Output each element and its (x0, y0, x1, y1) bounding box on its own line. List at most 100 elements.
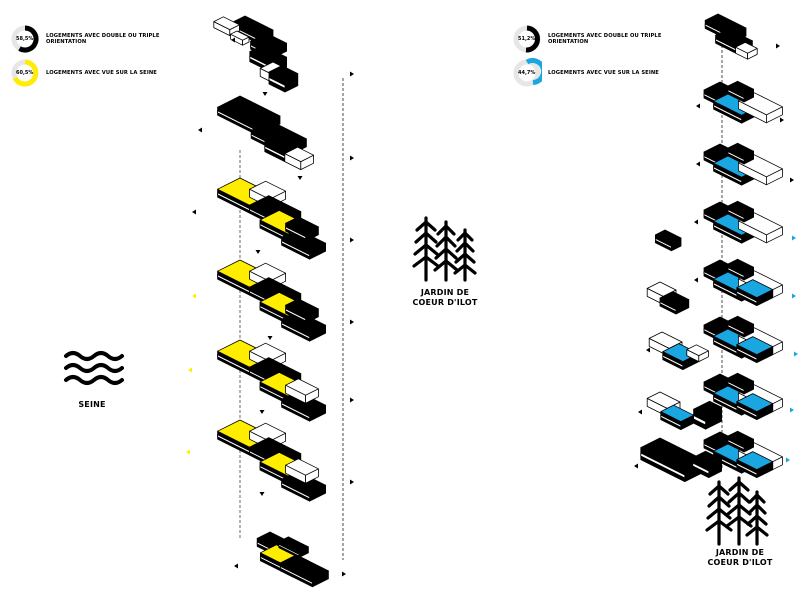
orientation-arrow (342, 571, 346, 577)
orientation-arrow (790, 407, 794, 413)
box-window-strip (727, 151, 745, 163)
orientation-arrow (786, 457, 790, 463)
orientation-arrow (297, 176, 303, 180)
donut-icon (11, 25, 39, 53)
legend-text: ORIENTATION (46, 39, 87, 45)
box-top-face (285, 378, 319, 396)
orientation-arrow (255, 250, 261, 254)
box-top-face (692, 450, 722, 467)
legend-text: LOGEMENTS AVEC DOUBLE OU TRIPLE (548, 32, 662, 39)
orientation-arrow (792, 293, 796, 299)
jardin-label-line: JARDIN DE (420, 288, 470, 297)
box-window-strip (736, 404, 758, 418)
box-window-strip (278, 543, 300, 557)
box-window-strip (281, 402, 311, 420)
box-window-strip (727, 89, 745, 100)
box-top-face (640, 437, 705, 471)
orientation-arrow (780, 117, 784, 123)
box-window-strip (727, 439, 745, 451)
orientation-arrow (231, 37, 235, 43)
donut-icon (11, 59, 39, 87)
box-window-strip (736, 347, 758, 361)
box-window-strip (736, 290, 758, 304)
orientation-arrows (186, 37, 798, 577)
orientation-arrow (262, 92, 268, 96)
donut-icon (513, 58, 542, 87)
box-window-strip (727, 381, 745, 393)
orientation-arrow (350, 319, 354, 325)
box-top-face (727, 80, 754, 95)
box-top-face (264, 133, 302, 153)
orientation-arrow (792, 235, 796, 241)
box-top-face (727, 430, 754, 445)
orientation-arrow (350, 155, 354, 161)
floor-stack-right (640, 13, 783, 483)
orientation-arrow (234, 563, 238, 569)
legend-percent: 60,5% (16, 70, 34, 76)
orientation-arrow (634, 463, 638, 469)
box-top-face (278, 536, 309, 552)
legend-percent: 44,7% (518, 70, 536, 76)
orientation-arrow (794, 351, 798, 357)
box-window-strip (713, 282, 742, 300)
box-top-face (727, 142, 754, 157)
floor-stack-left (213, 15, 329, 588)
box-top-face (284, 146, 315, 163)
box-window-strip (662, 354, 684, 368)
box-window-strip (713, 396, 742, 414)
box-top-face (268, 65, 299, 81)
orientation-arrow (192, 293, 196, 299)
box-window-strip (713, 166, 742, 184)
orientation-arrow (350, 397, 354, 403)
box-top-face (285, 298, 319, 316)
box-window-strip (727, 267, 745, 279)
orientation-arrow (192, 209, 196, 215)
box-top-face (693, 400, 722, 416)
legend-item-right-orientation: 51,2% LOGEMENTS AVEC DOUBLE OU TRIPLE OR… (512, 24, 661, 54)
jardin-label-center: JARDIN DE COEUR D'ILOT (405, 288, 485, 308)
box-top-face (727, 200, 754, 215)
box-window-strip (727, 209, 745, 221)
orientation-arrow (638, 409, 642, 415)
seine-label: SEINE (78, 400, 106, 409)
orientation-arrow (198, 127, 202, 133)
box-window-strip (692, 462, 710, 475)
jardin-label-line: JARDIN DE (715, 548, 765, 557)
orientation-arrow (259, 410, 265, 414)
box-window-strip (655, 237, 672, 249)
legend-text: LOGEMENTS AVEC VUE SUR LA SEINE (46, 69, 157, 76)
orientation-arrow (350, 237, 354, 243)
box-top-face (279, 554, 329, 580)
box-window-strip (281, 240, 311, 258)
orientation-arrow (694, 277, 698, 283)
box-window-strip (281, 322, 311, 340)
legend-item-right-view: 44,7% LOGEMENTS AVEC VUE SUR LA SEINE (512, 58, 659, 88)
box-window-strip (713, 104, 742, 122)
orientation-arrow (776, 43, 780, 49)
box-top-face (727, 258, 754, 273)
box-top-face (736, 336, 774, 356)
box-window-strip (713, 224, 742, 242)
box-top-face (735, 42, 758, 54)
orientation-arrow (696, 103, 700, 109)
box-window-strip (693, 415, 706, 426)
waves-icon (64, 351, 124, 385)
box-top-face (659, 291, 690, 307)
orientation-arrow (350, 479, 354, 485)
orientation-arrow (646, 347, 650, 353)
trees-icon (412, 216, 477, 282)
box-top-face (736, 451, 774, 471)
box-top-face (686, 344, 709, 357)
orientation-arrow (694, 219, 698, 225)
box-window-strip (285, 226, 307, 240)
box-window-strip (713, 339, 742, 357)
box-top-face (727, 315, 754, 330)
jardin-label-line: COEUR D'ILOT (412, 298, 478, 307)
donut-icon (513, 25, 541, 53)
box-window-strip (736, 462, 758, 476)
orientation-arrow (350, 71, 354, 77)
orientation-arrow (188, 367, 192, 373)
trees-icon (705, 476, 769, 546)
box-window-strip (279, 566, 313, 585)
